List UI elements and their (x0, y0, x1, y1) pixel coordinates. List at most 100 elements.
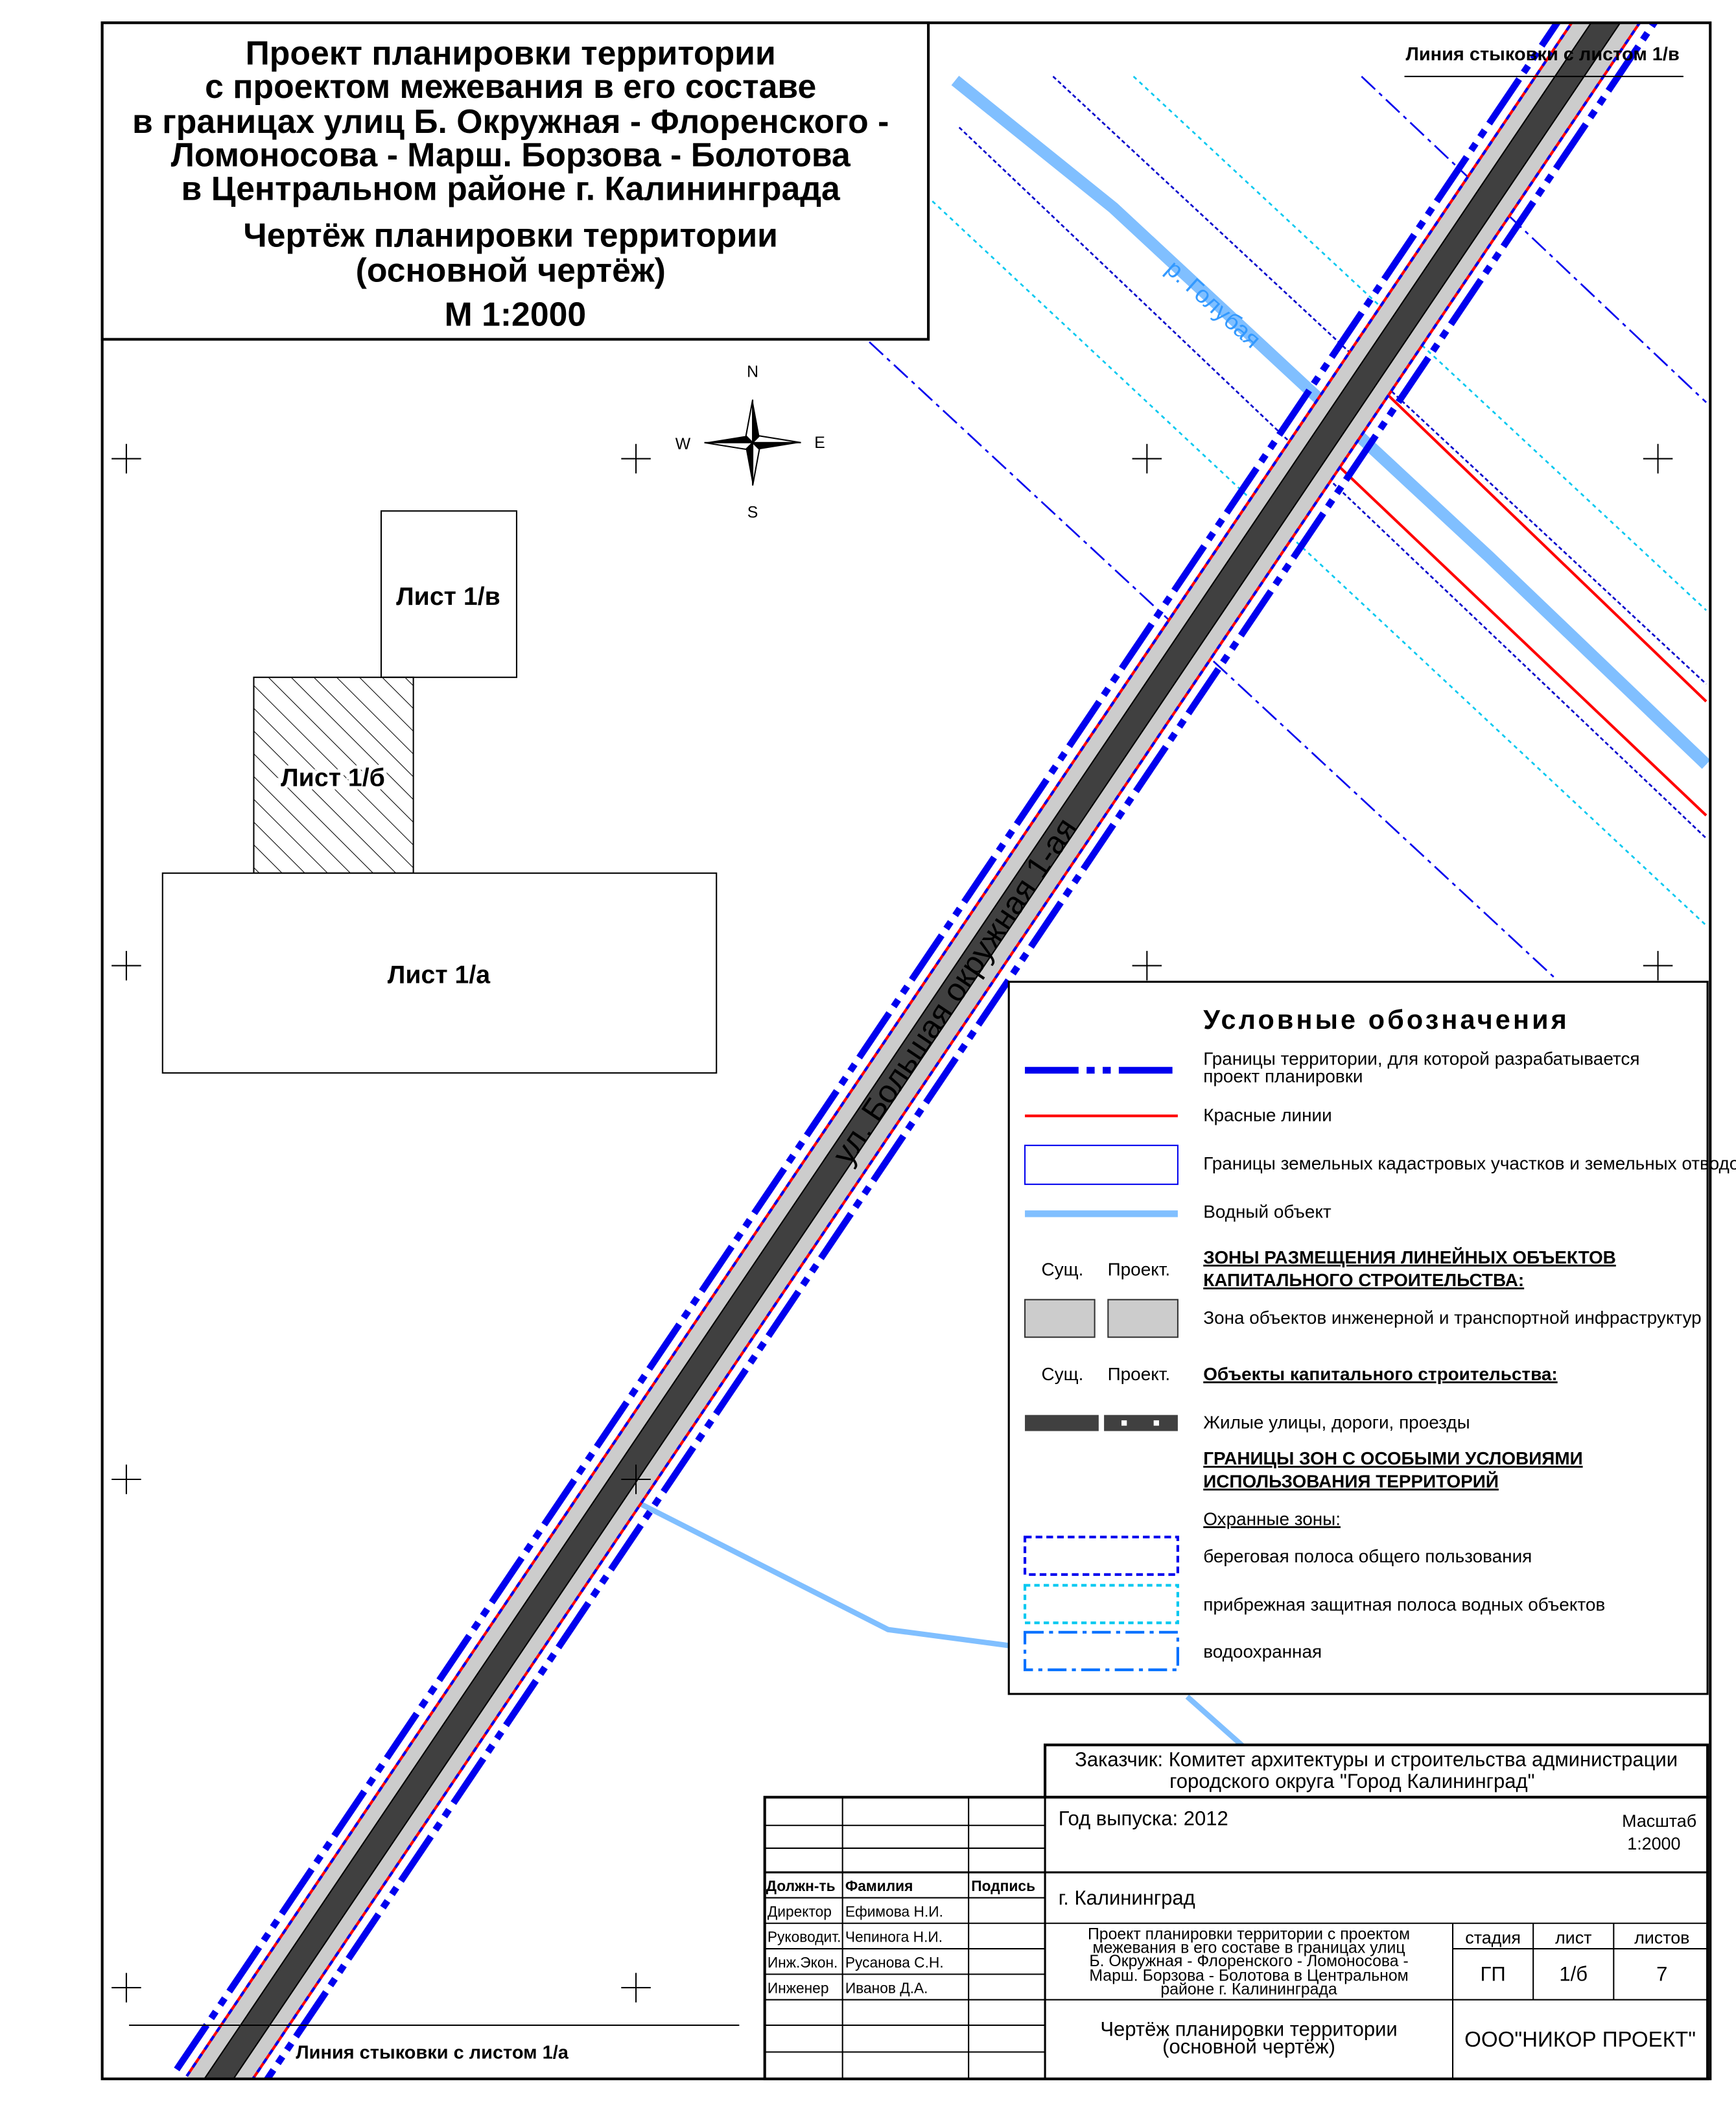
title-line: Проект планировки территории (246, 34, 776, 71)
stamp-company: ООО"НИКОР ПРОЕКТ" (1464, 2028, 1696, 2052)
stamp-scale-value: 1:2000 (1627, 1834, 1680, 1853)
stamp-header-name: Фамилия (845, 1877, 913, 1894)
sheet-1b-label: Лист 1/б (281, 763, 385, 792)
compass-w: W (675, 436, 691, 453)
stamp-city: г. Калининград (1059, 1886, 1195, 1909)
legend-waterprotect-label: водоохранная (1203, 1641, 1322, 1662)
territory-boundary (174, 23, 1650, 2072)
legend-coastal-label: прибрежная защитная полоса водных объект… (1203, 1595, 1605, 1615)
cadastral-boundary (232, 23, 1705, 2079)
drawing-subtitle: (основной чертёж) (356, 251, 666, 288)
stamp-project: Б. Окружная - Флоренского - Ломоносова - (1089, 1953, 1408, 1970)
grid-cross-icon (1643, 443, 1673, 474)
staff-name: Иванов Д.А. (845, 1979, 928, 1996)
stamp-project: межевания в его составе в границах улиц (1093, 1939, 1405, 1956)
stamp-customer: Заказчик: Комитет архитектуры и строител… (1075, 1748, 1678, 1771)
legend-cadastral-swatch (1024, 1144, 1179, 1185)
legend-infra-zone-label: Зона объектов инженерной и транспортной … (1203, 1308, 1701, 1328)
legend-zone-projected-swatch (1107, 1298, 1179, 1338)
drawing-title: Чертёж планировки территории (243, 217, 778, 254)
grid-cross-icon (111, 1973, 141, 2003)
legend-waterprotect-swatch (1023, 1630, 1179, 1671)
stamp-customer-2: городского округа "Город Калининград" (1169, 1770, 1534, 1792)
territory-boundary (240, 23, 1711, 2079)
cadastral-boundary (185, 23, 1658, 2077)
street-corridor (174, 23, 1711, 2079)
sheet-1a[interactable] (161, 872, 718, 1074)
grid-cross-icon (1643, 950, 1673, 981)
coastal-line (1132, 75, 1707, 611)
grid-cross-icon (111, 443, 141, 474)
grid-cross-icon (1132, 443, 1162, 474)
compass-e: E (814, 434, 825, 452)
road-surface (199, 23, 1647, 2079)
legend-zone-existing-swatch (1024, 1298, 1096, 1338)
stamp-project: районе г. Калининграда (1160, 1980, 1337, 1998)
legend-shore-label: береговая полоса общего пользования (1203, 1546, 1532, 1566)
stamp-drawing-2: (основной чертёж) (1162, 2035, 1335, 2058)
legend: Условные обозначения Границы территории,… (1007, 980, 1736, 1695)
grid-cross-icon (621, 1973, 651, 2003)
sheet-index: Лист 1/в Лист 1/б Лист 1/а (161, 510, 718, 1074)
staff-name: Ефимова Н.И. (845, 1903, 943, 1920)
legend-existing-label-2: Сущ. (1042, 1364, 1084, 1384)
staff-role: Директор (768, 1903, 832, 1920)
staff-name: Русанова С.Н. (845, 1954, 944, 1971)
sheet-1a-label: Лист 1/а (388, 960, 491, 989)
staff-role: Руководит. (768, 1929, 841, 1945)
stamp-sheet: 1/б (1559, 1963, 1588, 1986)
junction-top-label: Линия стыковки с листом 1/в (1406, 44, 1680, 65)
staff-role: Инженер (768, 1979, 829, 1996)
grid-cross-icon (111, 950, 141, 981)
river-golubaya (951, 75, 1711, 769)
staff-name: Чепинога Н.И. (845, 1929, 943, 1945)
legend-shore-swatch (1023, 1535, 1179, 1576)
grid-cross-icon (621, 443, 651, 474)
stamp-project: Марш. Борзова - Болотова в Центральном (1089, 1968, 1408, 1985)
legend-zones-heading-2: КАПИТАЛЬНОГО СТРОИТЕЛЬСТВА: (1203, 1270, 1524, 1290)
compass-s: S (747, 504, 758, 522)
sheet-1v[interactable] (380, 510, 517, 678)
water-channel (1185, 1695, 1250, 1752)
legend-objects-heading: Объекты капитального строительства: (1203, 1364, 1557, 1384)
compass-rose-icon: N S E W (675, 363, 825, 521)
legend-title: Условные обозначения (1203, 1005, 1569, 1035)
svg-text:Проект планировки территории: Проект планировки территории с проектом … (132, 34, 898, 333)
stamp-scale-label: Масштаб (1622, 1811, 1696, 1831)
sheet-1b-current[interactable] (253, 676, 414, 874)
junction-bottom-label: Линия стыковки с листом 1/а (296, 2043, 569, 2063)
legend-protect-heading: Охранные зоны: (1203, 1509, 1341, 1529)
legend-boundary-label-2: проект планировки (1203, 1066, 1363, 1087)
red-line (1327, 454, 1707, 817)
shore-line (958, 126, 1707, 840)
stamp-header-role: Должн-ть (766, 1877, 836, 1894)
legend-water-label: Водный объект (1203, 1202, 1331, 1222)
legend-red-lines-label: Красные линии (1203, 1105, 1331, 1125)
legend-projected-label-2: Проект. (1108, 1364, 1171, 1384)
stamp-project: Проект планировки территории с проектом (1088, 1926, 1410, 1944)
grid-cross-icon (1132, 950, 1162, 981)
grid-cross-icon (111, 1464, 141, 1494)
stamp-year: Год выпуска: 2012 (1059, 1807, 1228, 1830)
stamp-sheets-header: листов (1634, 1928, 1689, 1947)
legend-existing-label: Сущ. (1042, 1260, 1084, 1280)
title-line: с проектом межевания в его составе (205, 67, 816, 105)
stamp-sheets: 7 (1656, 1963, 1667, 1986)
title-block: Проект планировки территории с проектом … (100, 21, 930, 341)
title-stamp: Заказчик: Комитет архитектуры и строител… (763, 1743, 1709, 2080)
legend-boundary-label: Границы территории, для которой разрабат… (1203, 1049, 1639, 1069)
compass-n: N (747, 363, 758, 381)
stamp-stage-header: стадия (1465, 1928, 1521, 1947)
title-line: в границах улиц Б. Окружная - Флоренског… (132, 102, 889, 140)
grid-cross-icon (621, 1464, 651, 1494)
legend-streets-label: Жилые улицы, дороги, проезды (1203, 1412, 1470, 1432)
scale-label: М 1:2000 (445, 296, 587, 333)
legend-road-existing-swatch (1025, 1415, 1099, 1431)
staff-role: Инж.Экон. (768, 1954, 838, 1971)
stamp-sheet-header: лист (1555, 1928, 1591, 1947)
stamp-stage: ГП (1481, 1963, 1506, 1986)
legend-special-heading-2: ИСПОЛЬЗОВАНИЯ ТЕРРИТОРИЙ (1203, 1471, 1499, 1491)
stamp-header-signature: Подпись (971, 1877, 1035, 1894)
waterprotect-line (869, 341, 1557, 980)
red-line (1380, 388, 1707, 703)
